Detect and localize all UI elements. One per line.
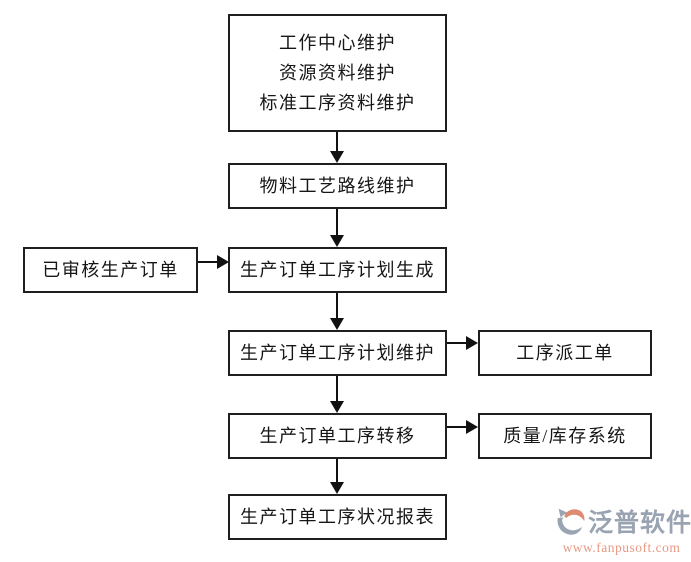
fanpu-watermark: 泛普软件 www.fanpusoft.com — [552, 503, 691, 561]
arrow-master-to-routing — [336, 132, 338, 152]
arrow-generate-to-maintain — [336, 293, 338, 319]
arrowhead-right-icon — [466, 336, 478, 350]
arrow-maintain-to-dispatch — [447, 342, 467, 344]
arrowhead-right-icon — [217, 255, 229, 269]
arrow-routing-to-generate — [336, 209, 338, 236]
flow-node-master-data: 工作中心维护 资源资料维护 标准工序资料维护 — [228, 14, 447, 132]
flow-node-line: 资源资料维护 — [279, 63, 396, 83]
arrowhead-down-icon — [330, 151, 344, 163]
fanpu-url-text: www.fanpusoft.com — [562, 540, 681, 555]
arrow-approved-to-generate — [198, 261, 218, 263]
arrowhead-down-icon — [330, 318, 344, 330]
flow-node-line: 工作中心维护 — [279, 33, 396, 53]
fanpu-brand-text: 泛普软件 — [588, 509, 691, 537]
arrow-transfer-to-report — [336, 459, 338, 483]
flow-node-routing: 物料工艺路线维护 — [228, 163, 447, 209]
arrow-maintain-to-transfer — [336, 376, 338, 402]
arrowhead-down-icon — [330, 401, 344, 413]
arrowhead-down-icon — [330, 235, 344, 247]
flow-node-line: 标准工序资料维护 — [259, 93, 416, 113]
arrowhead-down-icon — [330, 482, 344, 494]
fanpu-swirl-logo-icon — [552, 504, 586, 538]
flow-node-status-report: 生产订单工序状况报表 — [228, 494, 447, 540]
arrow-transfer-to-quality — [447, 426, 467, 428]
flow-node-plan-maintain: 生产订单工序计划维护 — [228, 330, 447, 376]
flow-node-quality-inventory: 质量/库存系统 — [478, 413, 652, 459]
flow-node-approved-order: 已审核生产订单 — [23, 247, 198, 293]
flow-node-transfer: 生产订单工序转移 — [228, 413, 447, 459]
flow-node-dispatch-order: 工序派工单 — [478, 330, 652, 376]
flow-node-plan-generate: 生产订单工序计划生成 — [228, 247, 447, 293]
arrowhead-right-icon — [466, 420, 478, 434]
